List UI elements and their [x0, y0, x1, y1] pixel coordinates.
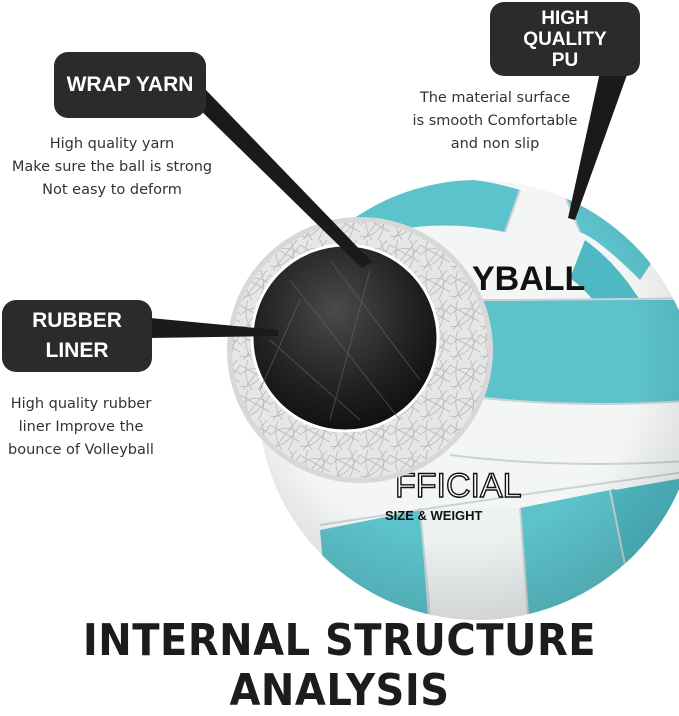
- rubber-liner-desc-line-2: liner Improve the: [18, 419, 144, 435]
- high-quality-pu-description: The material surface is smooth Comfortab…: [400, 87, 590, 156]
- rubber-liner-description: High quality rubber liner Improve the bo…: [2, 393, 160, 462]
- high-quality-pu-desc-line-3: and non slip: [450, 136, 540, 152]
- wrap-yarn-desc-line-2: Make sure the ball is strong: [11, 159, 213, 175]
- rubber-liner-title-line-1: RUBBER: [32, 309, 122, 332]
- pointer-high-quality-pu: [568, 72, 628, 220]
- rubber-liner-label: RUBBER LINER: [2, 300, 152, 372]
- ball-print-bottom: SIZE & WEIGHT: [385, 508, 483, 523]
- wrap-yarn-desc-line-1: High quality yarn: [49, 136, 175, 152]
- wrap-yarn-description: High quality yarn Make sure the ball is …: [8, 133, 216, 202]
- rubber-liner-desc-line-3: bounce of Volleyball: [8, 442, 154, 458]
- wrap-yarn-label: WRAP YARN: [54, 52, 206, 118]
- cutaway-section: [227, 217, 493, 483]
- rubber-liner-desc-line-1: High quality rubber: [10, 396, 152, 412]
- ball-print-middle: FFICIAL: [395, 467, 522, 505]
- pointer-wrap-yarn: [190, 90, 372, 268]
- high-quality-pu-title-line-1: HIGH: [541, 7, 589, 29]
- high-quality-pu-desc-line-2: is smooth Comfortable: [412, 113, 578, 129]
- ball-body: [258, 180, 679, 620]
- high-quality-pu-label: HIGH QUALITY PU: [490, 2, 640, 76]
- high-quality-pu-title-line-2: QUALITY: [523, 28, 607, 50]
- volleyball-illustration: YBALL FFICIAL SIZE & WEIGHT: [150, 72, 679, 620]
- ball-print-top: YBALL: [472, 260, 585, 298]
- wrap-yarn-desc-line-3: Not easy to deform: [42, 182, 182, 198]
- pointer-rubber-liner: [150, 318, 278, 338]
- high-quality-pu-desc-line-1: The material surface: [419, 90, 571, 106]
- wrap-yarn-title: WRAP YARN: [66, 73, 194, 96]
- high-quality-pu-title-line-3: PU: [551, 49, 579, 71]
- rubber-liner-title-line-2: LINER: [45, 339, 109, 362]
- page-heading: INTERNAL STRUCTURE ANALYSIS: [82, 616, 597, 716]
